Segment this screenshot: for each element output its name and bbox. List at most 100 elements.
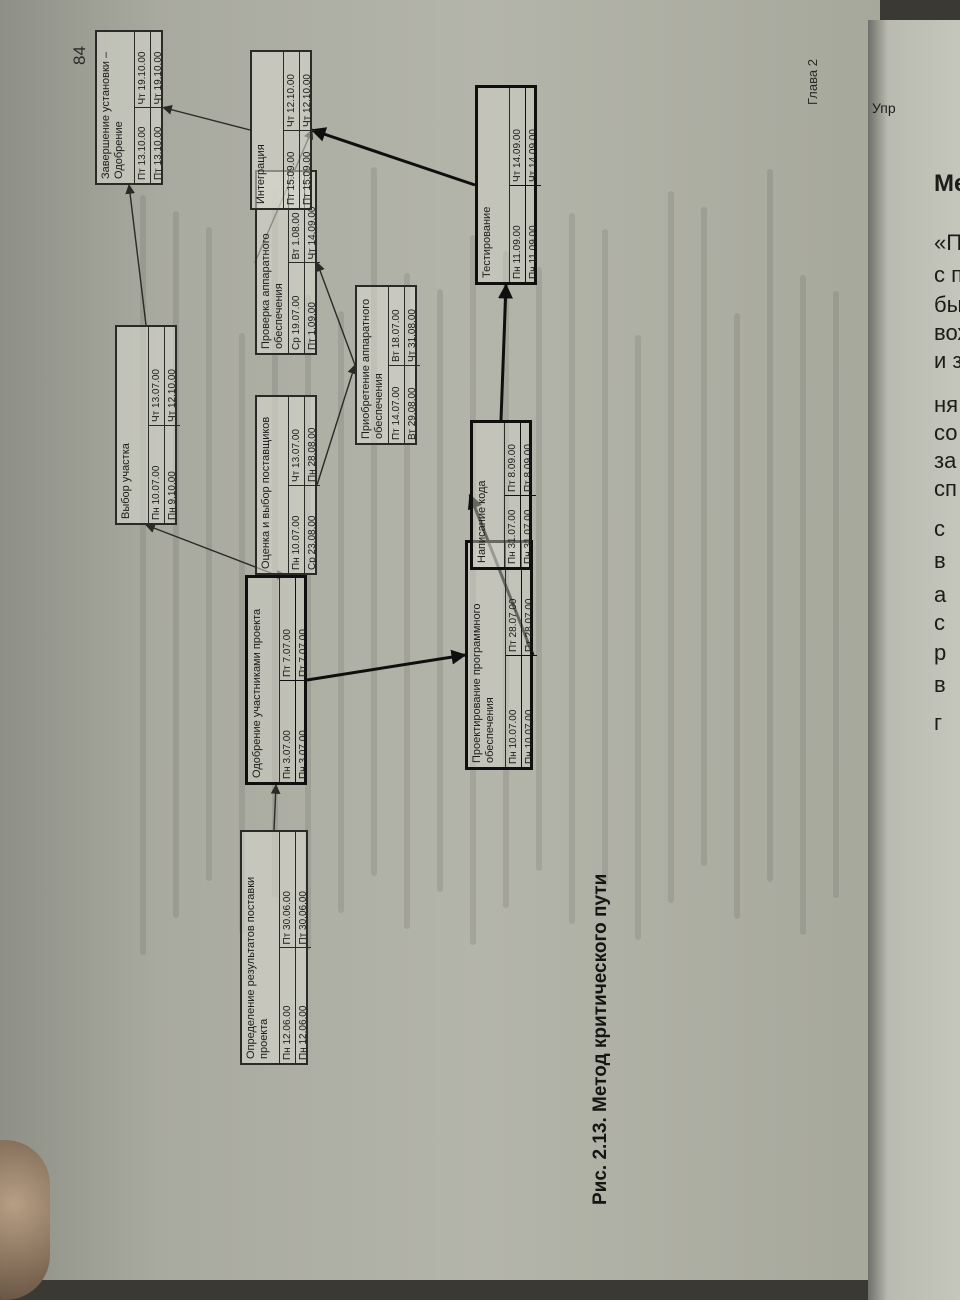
task-date: Пт 15.09.00 (284, 130, 299, 208)
task-title: Приобретение аппаратного обеспечения (357, 287, 389, 443)
figure-caption-label: Рис. 2.13. (590, 1117, 611, 1205)
facing-page-line: с (934, 610, 945, 635)
task-date: Пт 1.09.00 (304, 262, 320, 353)
task-date: Чт 31.08.00 (404, 287, 420, 365)
facing-page-line: в (934, 672, 946, 697)
task-date: Чт 12.10.00 (299, 52, 315, 130)
facing-page-line: со (934, 420, 958, 445)
task-title: Одобрение участниками проекта (248, 578, 280, 782)
task-date: Ср 19.07.00 (289, 262, 304, 353)
task-date: Пт 7.07.00 (282, 629, 293, 677)
task-date: Чт 19.10.00 (137, 51, 148, 105)
facing-page-line: а (934, 582, 947, 607)
facing-page-line: «П (934, 230, 960, 255)
dependency-arrow (270, 784, 281, 831)
figure-caption: Рис. 2.13. Метод критического пути (590, 874, 612, 1205)
critical-path-arrow (498, 283, 513, 421)
rotated-page-content: 84 Глава 2 Определение результатов поста… (70, 25, 860, 1215)
task-date: Пн 11.09.00 (525, 185, 541, 282)
task-title: Проектирование программного обеспечения (468, 543, 506, 767)
task-title: Определение результатов поставки проекта (242, 832, 280, 1063)
task-date: Пт 7.07.00 (295, 578, 311, 680)
task-date: Пн 11.09.00 (510, 185, 525, 282)
task-date: Пт 14.07.00 (389, 365, 404, 443)
task-date: Чт 19.10.00 (150, 32, 166, 108)
diagram-links (125, 104, 535, 831)
task-date: Пн 12.06.00 (280, 947, 295, 1063)
task-date: Пн 10.07.00 (521, 655, 537, 767)
task-date: Пт 8.09.00 (520, 423, 536, 495)
task-date: Чт 14.09.00 (525, 88, 541, 185)
task-node: Определение результатов поставки проекта… (240, 830, 311, 1065)
task-date: Пт 30.06.00 (282, 891, 293, 945)
critical-path-arrow (310, 127, 476, 187)
facing-page-line: сп (934, 476, 957, 501)
task-date: Чт 12.10.00 (164, 327, 180, 425)
facing-page-line: с п (934, 262, 960, 287)
task-title: Оценка и выбор поставщиков (257, 397, 289, 573)
figure-caption-text: Метод критического пути (590, 873, 611, 1112)
facing-page-line: бы (934, 292, 960, 317)
facing-page-line: ня (934, 392, 959, 417)
task-date: Пн 12.06.00 (295, 947, 311, 1063)
task-date: Чт 13.07.00 (291, 429, 302, 482)
dependency-arrow (125, 184, 147, 326)
facing-page-line: в (934, 548, 946, 573)
task-date: Пн 10.07.00 (289, 485, 304, 573)
dependency-arrow (315, 261, 356, 366)
task-title: Интеграция (252, 52, 284, 208)
task-date: Пн 28.08.00 (304, 397, 320, 485)
task-date: Пн 3.07.00 (295, 680, 311, 782)
critical-path-arrow (306, 649, 467, 682)
task-date: Пн 3.07.00 (280, 680, 295, 782)
thumb (0, 1140, 50, 1300)
task-date: Пт 8.09.00 (507, 444, 518, 492)
task-date: Вт 29.08.00 (404, 365, 420, 443)
dependency-arrow (145, 523, 277, 576)
task-title: Выбор участка (117, 327, 149, 523)
facing-page-line: вох (934, 320, 960, 345)
facing-page-line: Упр (872, 100, 896, 116)
facing-page-line: за (934, 448, 957, 473)
facing-page-line: р (934, 640, 947, 665)
task-date: Пт 15.09.00 (299, 130, 315, 208)
task-date: Пн 10.07.00 (149, 425, 164, 523)
facing-page-line: г (934, 710, 943, 735)
task-title: Тестирование (478, 88, 510, 282)
task-date: Пн 10.07.00 (506, 655, 521, 767)
task-date: Пт 13.10.00 (150, 107, 166, 183)
critical-path-arrow (467, 493, 535, 656)
facing-page-line: и з (934, 348, 960, 373)
task-title: Завершение установки – Одобрение (97, 32, 135, 183)
task-date: Пн 31.07.00 (505, 495, 520, 567)
task-date: Пн 31.07.00 (520, 495, 536, 567)
dependency-arrow (162, 104, 251, 131)
task-title: Написание кода (473, 423, 505, 567)
task-date: Чт 14.09.00 (512, 129, 523, 182)
facing-page-line: с (934, 516, 945, 541)
task-date: Ср 23.08.00 (304, 485, 320, 573)
task-date: Чт 13.07.00 (151, 369, 162, 422)
book-page (0, 0, 880, 1280)
facing-page-line: Ме (934, 170, 960, 197)
task-date: Пн 9.10.00 (164, 425, 180, 523)
